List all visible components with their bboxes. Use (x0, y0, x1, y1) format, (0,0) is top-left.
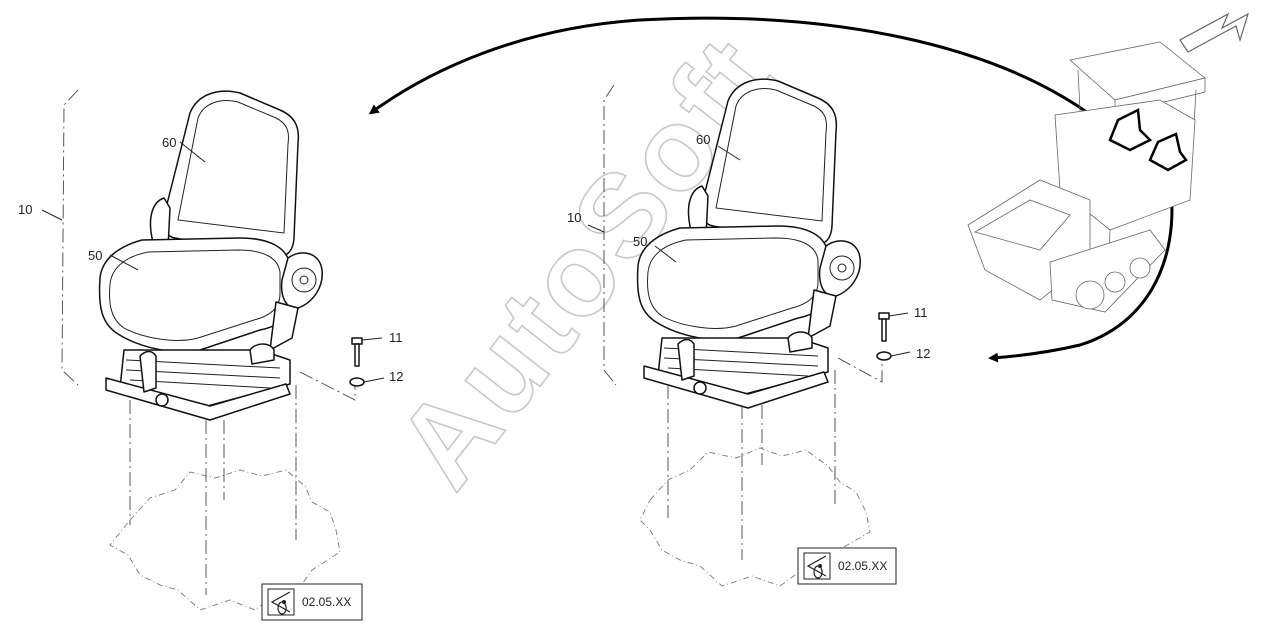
view-direction-arrow-icon (1179, 12, 1250, 53)
right-callout-11: 11 (914, 305, 928, 320)
machine-seat-right-highlight (1148, 132, 1188, 172)
left-callout-50: 50 (88, 248, 102, 263)
right-view-reference[interactable]: 02.05.XX (797, 547, 897, 585)
left-washer-12 (349, 377, 365, 387)
right-bolt-11 (878, 312, 890, 342)
paver-machine-icon (967, 41, 1206, 313)
left-bolt-11 (351, 337, 363, 367)
right-callout-60: 60 (696, 132, 710, 147)
curved-arrow-to-left-seat (368, 16, 1109, 130)
right-callout-10: 10 (567, 210, 581, 225)
right-callout-12: 12 (916, 346, 930, 361)
right-callout-50: 50 (633, 234, 647, 249)
right-seat-assembly: 10 60 50 11 12 02.05.XX (567, 78, 930, 587)
eye-icon (270, 591, 291, 615)
machine-seat-left-highlight (1108, 108, 1153, 152)
left-callout-60: 60 (162, 135, 176, 150)
curved-arrow-to-right-seat (988, 171, 1174, 363)
left-callout-11: 11 (389, 330, 403, 345)
right-cab-floor (639, 447, 871, 587)
right-washer-12 (876, 351, 892, 361)
left-view-reference-text: 02.05.XX (302, 595, 351, 609)
left-callout-10: 10 (18, 202, 32, 217)
left-callout-12: 12 (389, 369, 403, 384)
left-seat-assembly: 10 60 50 11 12 02.05.XX (18, 89, 403, 621)
left-view-reference[interactable]: 02.05.XX (261, 583, 363, 621)
eye-icon (806, 555, 827, 579)
right-view-reference-text: 02.05.XX (838, 559, 887, 573)
left-seat-drawing (98, 90, 323, 421)
left-cab-floor (109, 469, 341, 611)
